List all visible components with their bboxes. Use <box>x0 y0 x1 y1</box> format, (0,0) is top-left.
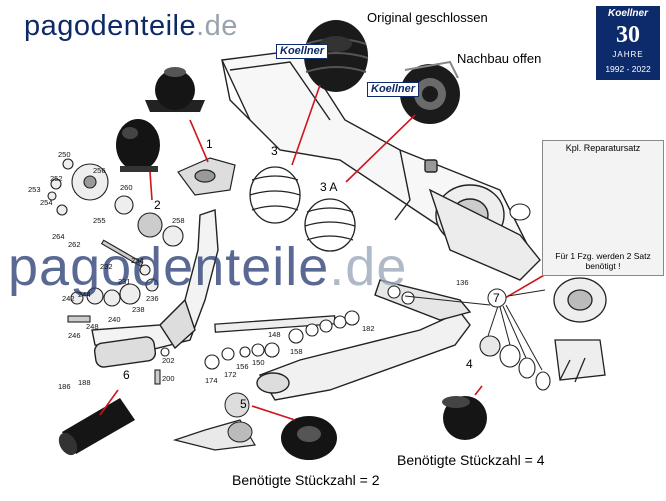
part-number: 252 <box>50 174 63 183</box>
brand-watermark-main: pagodenteile <box>8 237 330 297</box>
callout-lines <box>99 84 547 421</box>
callout-2: 2 <box>154 198 161 212</box>
bushing-5-drawing <box>172 392 337 460</box>
part-number: 150 <box>252 358 265 367</box>
badge-years: 1992 - 2022 <box>605 64 651 74</box>
boot-3-drawing <box>249 166 301 224</box>
part-number: 231 <box>118 277 131 286</box>
repair-kit-box: Kpl. Reparatursatz Für 1 Fzg. werden 2 S… <box>542 140 664 276</box>
part-number: 174 <box>205 376 218 385</box>
part-number: 232 <box>100 262 113 271</box>
washers-right-drawing <box>387 203 551 391</box>
part-number: 158 <box>290 347 303 356</box>
part-number: 200 <box>162 374 175 383</box>
part-number: 148 <box>268 330 281 339</box>
brand-logo-suffix: .de <box>196 10 238 42</box>
part-number: 186 <box>58 382 71 391</box>
callout-4: 4 <box>466 357 473 371</box>
part-number: 254 <box>40 198 53 207</box>
badge-number: 30 <box>616 22 640 48</box>
brand-watermark-suffix: .de <box>329 237 408 297</box>
bushing-4-drawing <box>442 396 487 440</box>
badge-brand: Koellner <box>607 8 648 19</box>
brand-logo-top: pagodenteile.de <box>24 10 238 43</box>
callout-6: 6 <box>123 368 130 382</box>
callout-3a: 3 A <box>320 180 338 194</box>
kit-note-line2: benötigt ! <box>585 261 621 271</box>
count-label-right: Benötigte Stückzahl = 4 <box>397 452 545 468</box>
part-number: 202 <box>162 356 175 365</box>
anniversary-badge: Koellner 30 JAHRE 1992 - 2022 <box>596 6 660 80</box>
part-number: 234 <box>131 256 144 265</box>
part-number: 188 <box>78 378 91 387</box>
mount-left-drawing <box>116 119 160 172</box>
boot-3a-drawing <box>304 198 356 252</box>
part-number: 172 <box>224 370 237 379</box>
badge-label: JAHRE <box>612 50 644 59</box>
part-number: 242 <box>62 294 75 303</box>
label-nachbau: Nachbau offen <box>457 51 542 66</box>
kit-note: Für 1 Fzg. werden 2 Satz benötigt ! <box>543 251 663 271</box>
koellner-stamp-closed: Koellner <box>276 44 329 59</box>
part-number: 250 <box>58 150 71 159</box>
part-number: 182 <box>362 324 375 333</box>
part-number: 238 <box>132 305 145 314</box>
boot-closed-drawing <box>303 20 369 92</box>
subframe-drawing <box>220 49 541 281</box>
count-label-left: Benötigte Stückzahl = 2 <box>232 472 380 488</box>
mount-top-drawing <box>145 67 205 112</box>
callout-circle-7 <box>487 288 507 308</box>
lower-arm-drawing <box>256 279 472 401</box>
callout-7: 7 <box>493 291 500 305</box>
boot-open-drawing <box>400 60 460 124</box>
part-number: 236 <box>146 294 159 303</box>
mount-bracket-drawing <box>177 157 236 196</box>
part-number: 258 <box>172 216 185 225</box>
hub-drawing <box>553 277 607 383</box>
part-number: 256 <box>93 166 106 175</box>
callout-3: 3 <box>271 144 278 158</box>
callout-5: 5 <box>240 397 247 411</box>
kit-note-line1: Für 1 Fzg. werden 2 Satz <box>555 251 651 261</box>
part-number: 262 <box>68 240 81 249</box>
part-number: 136 <box>456 278 469 287</box>
part-number: 248 <box>86 322 99 331</box>
kit-title: Kpl. Reparatursatz <box>565 143 641 153</box>
washers-left-drawing <box>47 158 184 323</box>
brand-logo-main: pagodenteile <box>24 10 197 42</box>
sleeve-6-drawing <box>58 398 135 456</box>
callout-1: 1 <box>206 137 213 151</box>
part-number: 255 <box>93 216 106 225</box>
part-number: 264 <box>52 232 65 241</box>
part-number: 253 <box>28 185 41 194</box>
callout-lines-black <box>404 289 546 371</box>
koellner-stamp-open: Koellner <box>367 82 420 97</box>
part-number: 156 <box>236 362 249 371</box>
washers-center-drawing <box>154 310 360 385</box>
part-number: 244 <box>78 290 91 299</box>
label-original: Original geschlossen <box>367 10 488 25</box>
left-arm-drawing <box>91 209 219 368</box>
part-number: 240 <box>108 315 121 324</box>
brand-watermark: pagodenteile.de <box>8 236 407 298</box>
part-number: 246 <box>68 331 81 340</box>
part-number: 260 <box>120 183 133 192</box>
